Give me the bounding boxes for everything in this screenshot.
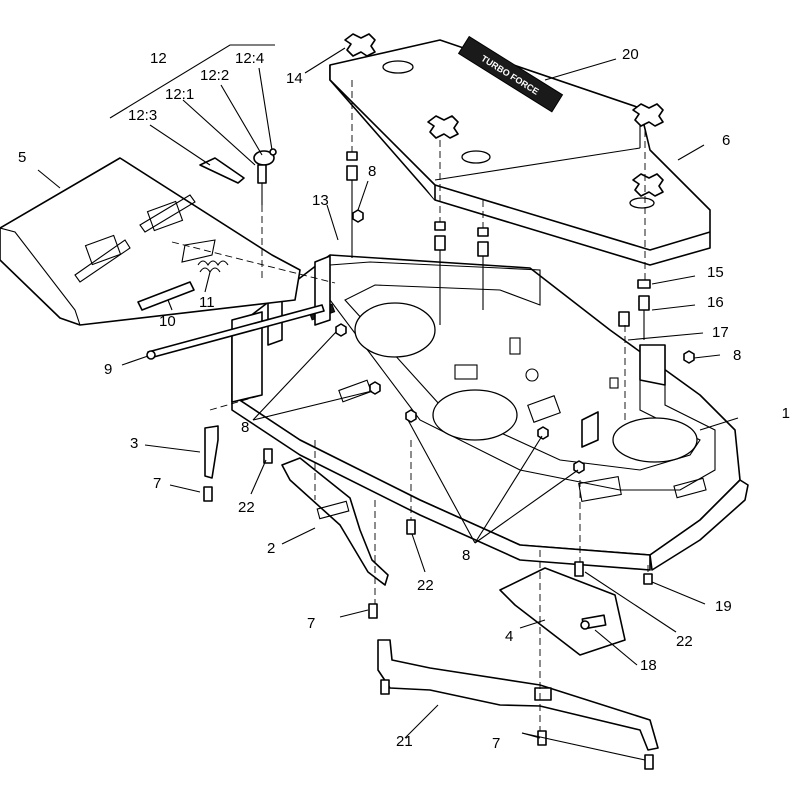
- leader-lines: [37, 47, 739, 761]
- rear-mount-bracket: [499, 567, 626, 656]
- callout-12-3: 12:3: [128, 107, 157, 124]
- deflector-handle-assembly: [109, 44, 277, 205]
- callout-19: 19: [715, 598, 732, 615]
- callout-8-left: 8: [241, 419, 249, 436]
- hinge-rod-and-spring: [137, 260, 325, 360]
- callout-12: 12: [150, 50, 167, 67]
- callout-11: 11: [199, 294, 215, 311]
- spindle-bracket-3: [204, 425, 219, 479]
- callout-7-baffle: 7: [307, 615, 315, 632]
- callout-12-1: 12:1: [165, 86, 194, 103]
- callout-5: 5: [18, 149, 26, 166]
- callout-8-front: 8: [462, 547, 470, 564]
- mower-deck-housing: [231, 254, 749, 571]
- callout-10: 10: [159, 313, 176, 330]
- callout-6: 6: [722, 132, 730, 149]
- callout-7-bracket: 7: [153, 475, 161, 492]
- callout-15: 15: [707, 264, 724, 281]
- callout-22-left: 22: [238, 499, 255, 516]
- front-baffle: [281, 457, 389, 586]
- callout-2: 2: [267, 540, 275, 557]
- callout-9: 9: [104, 361, 112, 378]
- callout-4: 4: [505, 628, 513, 645]
- callout-21: 21: [396, 733, 413, 750]
- callout-14: 14: [286, 70, 303, 87]
- callout-8-right: 8: [733, 347, 741, 364]
- knob-fasteners: [344, 33, 664, 197]
- callout-22-center: 22: [417, 577, 434, 594]
- locknuts: [335, 209, 695, 474]
- bolts: [203, 448, 654, 770]
- deck-cover-panel: TURBO FORCE: [329, 35, 711, 266]
- callout-13: 13: [312, 192, 329, 209]
- callout-20: 20: [622, 46, 639, 63]
- assembly-centerlines: [171, 80, 649, 731]
- callout-numbers: 1 2 3 4 5 6 7 7 7 8 8 8 8 9 10 11 12 12:…: [18, 46, 790, 752]
- callout-18: 18: [640, 657, 657, 674]
- callout-7-lower: 7: [492, 735, 500, 752]
- callout-22-right: 22: [676, 633, 693, 650]
- callout-8-top: 8: [368, 163, 376, 180]
- callout-1: 1: [782, 405, 790, 422]
- callout-3: 3: [130, 435, 138, 452]
- lower-baffle: [377, 639, 659, 751]
- callout-12-2: 12:2: [200, 67, 229, 84]
- callout-16: 16: [707, 294, 724, 311]
- callout-17: 17: [712, 324, 729, 341]
- discharge-shield: [0, 157, 301, 326]
- callout-12-4: 12:4: [235, 50, 264, 67]
